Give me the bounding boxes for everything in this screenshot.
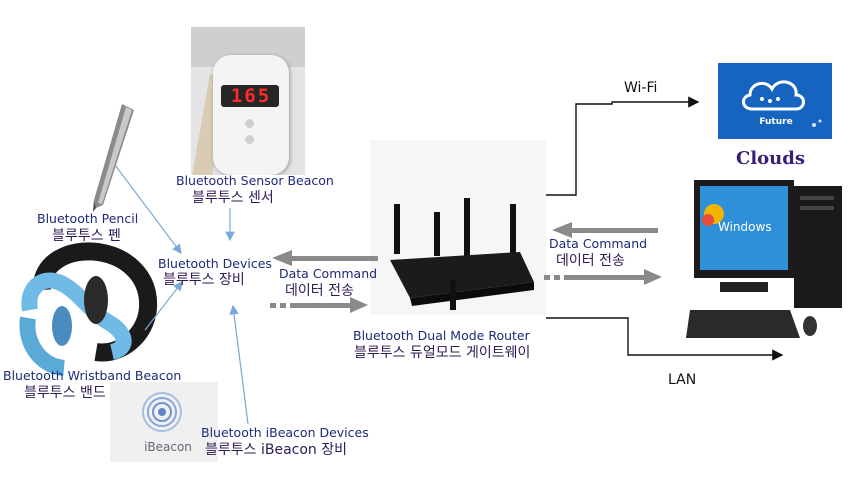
- router-korean-label: 블루투스 듀얼모드 게이트웨이: [354, 345, 531, 361]
- wristband-korean-label: 블루투스 밴드: [24, 385, 106, 401]
- data-command-left-label: Data Command: [279, 266, 378, 281]
- windows-logo-text: Windows: [718, 220, 772, 234]
- router-image: [370, 140, 546, 315]
- data-command-right-korean-label: 데이터 전송: [556, 253, 625, 269]
- devices-korean-label: 블루투스 장비: [163, 272, 245, 288]
- ibeacon-text: iBeacon: [144, 440, 192, 454]
- ibeacon-label: Bluetooth iBeacon Devices: [201, 425, 369, 440]
- clouds-label: Clouds: [736, 148, 805, 169]
- router-label: Bluetooth Dual Mode Router: [353, 328, 530, 343]
- sensor-beacon-label: Bluetooth Sensor Beacon: [176, 173, 334, 188]
- sensor-display-value: 165: [230, 85, 272, 107]
- sensor-beacon-image: 165: [191, 27, 305, 175]
- wristband-label: Bluetooth Wristband Beacon: [3, 368, 182, 383]
- ibeacon-korean-label: 블루투스 iBeacon 장비: [205, 442, 348, 458]
- data-command-left-korean-label: 데이터 전송: [285, 283, 354, 299]
- devices-label: Bluetooth Devices: [158, 256, 272, 271]
- cloud-caption: Future: [759, 117, 793, 127]
- data-command-right-label: Data Command: [549, 236, 648, 251]
- cloud-image: Future: [718, 63, 832, 139]
- pencil-label: Bluetooth Pencil: [37, 211, 139, 226]
- computer-image: Windows: [686, 176, 846, 346]
- ibeacon-image: iBeacon: [110, 382, 218, 462]
- sensor-beacon-korean-label: 블루투스 센서: [192, 190, 274, 206]
- lan-label: LAN: [668, 372, 697, 388]
- wifi-label: Wi-Fi: [624, 80, 658, 96]
- pencil-korean-label: 블루투스 펜: [52, 228, 121, 244]
